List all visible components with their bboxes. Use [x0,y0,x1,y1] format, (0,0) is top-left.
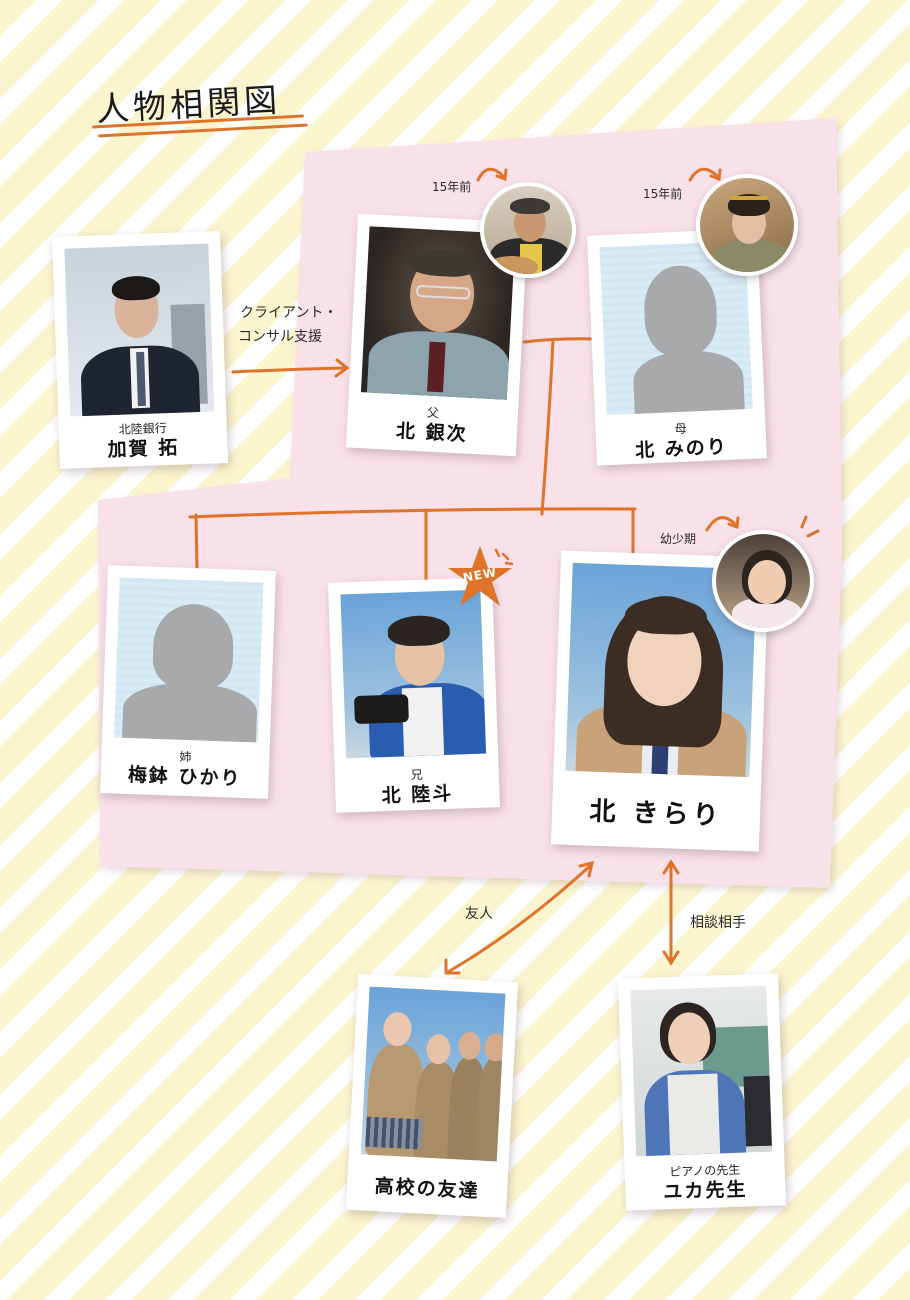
inset-label-ginji: 15年前 [432,180,472,194]
inset-label-minori: 15年前 [643,187,683,201]
relation-label-client: クライアント・ [240,305,338,321]
young-man-with-camera-photo [340,589,487,759]
character-name: 加賀 拓 [107,436,180,462]
character-name: ユカ先生 [663,1178,748,1204]
character-name: 高校の友達 [374,1175,481,1203]
inset-label-kirari: 幼少期 [660,532,697,546]
character-card-hikari[interactable]: 姉 梅鉢 ひかり [100,565,276,799]
students-group-photo [360,986,506,1162]
relation-label-consult: コンサル支援 [238,329,322,345]
character-card-rikuto[interactable]: 兄 北 陸斗 [328,577,500,813]
minori-past-photo-inset[interactable] [696,174,798,276]
relation-label-advisor: 相談相手 [690,915,746,931]
character-card-friends[interactable]: 高校の友達 [345,973,519,1219]
man-in-suit-photo [64,243,215,417]
piano-teacher-photo [630,985,773,1157]
ginji-past-photo-inset[interactable] [480,182,576,278]
character-card-kaga[interactable]: 北陸銀行 加賀 拓 [52,231,228,469]
new-badge: NEW [446,544,514,610]
relation-label-friend: 友人 [465,906,493,922]
character-name: 北 きらり [589,796,724,832]
character-card-yuka[interactable]: ピアノの先生 ユカ先生 [618,973,786,1211]
character-name: 梅鉢 ひかり [127,763,242,790]
silhouette-placeholder-female [114,577,264,743]
star-icon [448,546,514,606]
character-name: 北 陸斗 [381,782,454,808]
kirari-childhood-photo-inset[interactable] [712,530,814,632]
